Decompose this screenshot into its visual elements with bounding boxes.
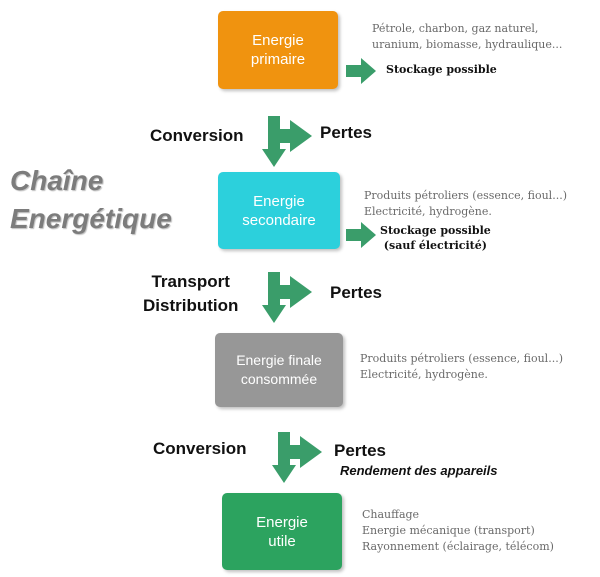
note-primaire-line1: Pétrole, charbon, gaz naturel, [372, 22, 539, 35]
note-utile-line1: Chauffage [362, 508, 420, 521]
note-primaire-storage: Stockage possible [386, 63, 497, 76]
label-conversion-1: Conversion [150, 126, 244, 145]
loss-arrow-icon-2 [262, 272, 312, 323]
chain-title-line1: Chaîne [10, 165, 104, 196]
label-pertes-1: Pertes [320, 123, 372, 142]
box-energie-utile: Energie utile [222, 493, 342, 570]
note-utile: Chauffage Energie mécanique (transport) … [362, 507, 554, 555]
label-distribution: Distribution [143, 296, 239, 315]
note-utile-line2: Energie mécanique (transport) [362, 524, 535, 537]
note-finale-line2: Electricité, hydrogène. [360, 368, 488, 381]
box-finale-line2: consommée [240, 371, 318, 387]
box-primaire-line1: Energie [252, 32, 304, 49]
box-secondaire-line1: Energie [253, 192, 305, 210]
loss-arrow-icon-1 [262, 116, 312, 167]
label-transport: Transport [151, 272, 230, 291]
note-secondaire-storage-line2: (sauf électricité) [383, 239, 487, 252]
note-secondaire-line2: Electricité, hydrogène. [364, 205, 492, 218]
note-primaire: Pétrole, charbon, gaz naturel, uranium, … [372, 21, 562, 53]
box-secondaire-line2: secondaire [242, 211, 316, 229]
label-pertes-2: Pertes [330, 283, 382, 302]
note-secondaire-storage-line1: Stockage possible [380, 224, 491, 237]
box-energie-primaire: Energie primaire [218, 11, 338, 89]
label-pertes-3: Pertes [334, 441, 386, 460]
note-finale-line1: Produits pétroliers (essence, fioul...) [360, 352, 563, 365]
box-finale-line1: Energie finale [236, 352, 322, 368]
note-secondaire-line1: Produits pétroliers (essence, fioul...) [364, 189, 567, 202]
storage-arrow-icon [346, 222, 376, 248]
box-utile-line2: utile [268, 532, 296, 550]
note-finale: Produits pétroliers (essence, fioul...) … [360, 351, 563, 383]
chain-title-line2: Energétique [10, 203, 172, 234]
label-transport-distribution: Transport Distribution [143, 270, 238, 318]
box-energie-secondaire: Energie secondaire [218, 172, 340, 249]
note-secondaire-storage: Stockage possible (sauf électricité) [380, 223, 491, 253]
box-energie-finale: Energie finale consommée [215, 333, 343, 407]
chain-title: Chaîne Energétique [10, 162, 172, 238]
label-rendement: Rendement des appareils [340, 463, 498, 478]
loss-arrow-icon-3 [272, 432, 322, 483]
note-utile-line3: Rayonnement (éclairage, télécom) [362, 540, 554, 553]
storage-arrow-icon [346, 58, 376, 84]
note-secondaire: Produits pétroliers (essence, fioul...) … [364, 188, 567, 220]
note-primaire-line2: uranium, biomasse, hydraulique... [372, 38, 563, 51]
box-utile-line1: Energie [256, 513, 308, 531]
box-primaire-line2: primaire [250, 51, 306, 68]
label-conversion-2: Conversion [153, 439, 247, 458]
